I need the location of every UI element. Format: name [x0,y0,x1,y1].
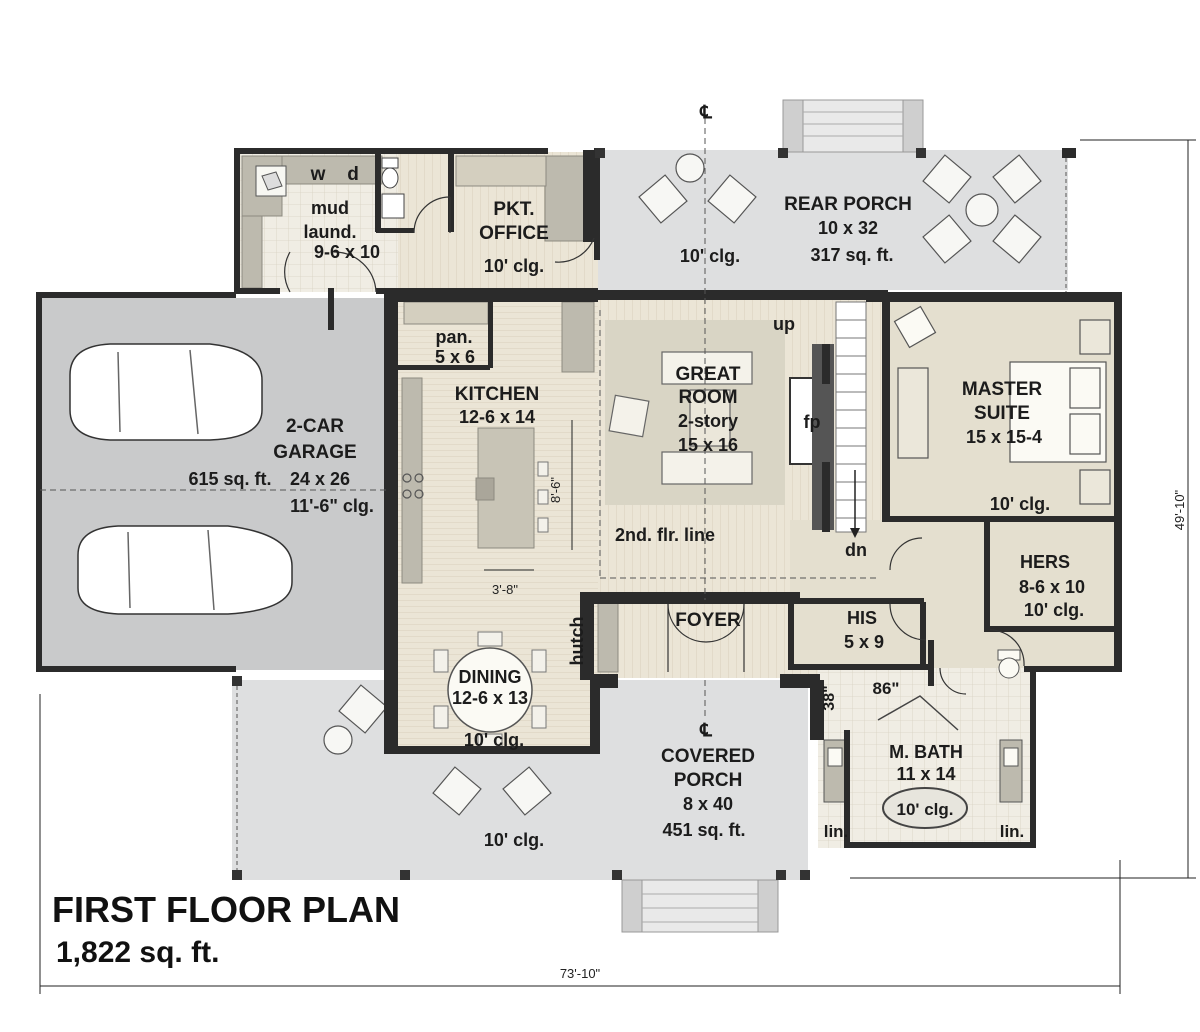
walls [36,148,1122,848]
covered-porch-label-1: COVERED [661,746,755,767]
plan-area: 1,822 sq. ft. [56,936,219,969]
master-bed [893,305,1111,505]
car-icon-top [69,343,263,441]
armchair [608,394,650,438]
island-stools [537,461,549,533]
closets-floor [790,520,1116,668]
office-label-1: PKT. [493,199,534,220]
porch-chairs [323,153,1042,816]
great-room-note: 2-story [678,411,738,431]
covered-porch-label-2: PORCH [674,770,743,791]
great-room-label-2: ROOM [678,387,737,408]
front-steps [621,879,779,933]
overall-depth: 49'-10" [1172,489,1187,530]
garage-size: 24 x 26 [290,469,350,489]
bath-size: 11 x 14 [896,764,955,784]
porch-posts [232,148,926,880]
pantry-size: 5 x 6 [435,347,475,367]
linen-left: lin. [824,822,849,841]
rear-porch-area: 317 sq. ft. [810,245,893,265]
shower-depth: 38" [821,685,838,710]
pantry-label: pan. [435,327,472,347]
great-room-label-1: GREAT [675,364,740,385]
garage-label-2: GARAGE [273,442,356,463]
fireplace-label: fp [804,412,821,432]
dining-size: 12-6 x 13 [452,688,528,708]
dining-ceiling: 10' clg. [464,730,524,750]
centerline-mark-top: ℄ [699,102,712,122]
stairs-down-label: dn [845,540,867,560]
master-size: 15 x 15-4 [966,427,1042,447]
hutch-cabinet [597,599,619,673]
shower-curve [877,695,959,731]
dining-label: DINING [459,667,522,687]
mud-label: mud [311,198,349,218]
kitchen-size: 12-6 x 14 [459,407,535,427]
dashed-lines [40,118,880,720]
master-ceiling: 10' clg. [990,494,1050,514]
linen-right: lin. [1000,822,1025,841]
coffee-table [689,389,731,447]
washer-label: w [310,164,326,185]
island-length: 8'-6" [548,477,563,503]
dining-table [433,631,547,749]
cooktop-icon [402,473,424,499]
garage-area: 615 sq. ft. [188,469,271,489]
doors [284,196,1025,695]
hutch-label: hutch [567,617,587,666]
rear-porch-size: 10 x 32 [818,218,878,238]
washer-icon [255,165,287,197]
rear-steps [782,99,924,153]
master-label-2: SUITE [974,403,1030,424]
staircase [835,301,867,533]
master-label-1: MASTER [962,379,1043,400]
island-width: 3'-8" [492,582,518,597]
bath-fixtures [823,649,1023,829]
great-room-furniture [608,351,753,485]
hers-ceiling: 10' clg. [1024,600,1084,620]
hers-label: HERS [1020,552,1070,572]
dimension-lines [39,139,1196,994]
office-desk [455,155,591,242]
great-room-size: 15 x 16 [678,435,738,455]
office-ceiling: 10' clg. [484,256,544,276]
garage-ceiling: 11'-6" clg. [290,496,374,516]
hers-size: 8-6 x 10 [1019,577,1085,597]
second-floor-line-label: 2nd. flr. line [615,525,715,545]
stair-arrow-head [850,528,860,538]
pantry-shelves [403,301,489,325]
rear-porch-ceiling: 10' clg. [680,246,740,266]
covered-porch-ceiling: 10' clg. [484,830,544,850]
office-label-2: OFFICE [479,223,549,244]
plan-title: FIRST FLOOR PLAN [52,889,400,930]
bathtub [882,787,968,829]
rear-porch-label: REAR PORCH [784,194,912,215]
sofa-top [661,351,753,385]
dryer-label: d [347,164,359,185]
mud-size: 9-6 x 10 [314,242,380,262]
bath-ceiling: 10' clg. [897,800,954,819]
centerline-mark-bottom: ℄ [699,720,712,740]
car-icon-bottom [77,525,293,615]
stairs-up-label: up [773,314,795,334]
sofa-bottom [661,451,753,485]
kitchen-cabinets [401,301,595,584]
garage-label-1: 2-CAR [286,416,344,437]
bath-label: M. BATH [889,742,963,762]
covered-porch-size: 8 x 40 [683,794,733,814]
overall-width: 73'-10" [560,966,601,981]
his-size: 5 x 9 [844,632,884,652]
shower-width: 86" [873,679,900,698]
kitchen-label: KITCHEN [455,384,539,405]
foyer-label: FOYER [675,610,741,631]
his-label: HIS [847,608,877,628]
covered-porch-area: 451 sq. ft. [662,820,745,840]
toilet-icon [381,157,405,219]
laundry-label: laund. [304,222,357,242]
